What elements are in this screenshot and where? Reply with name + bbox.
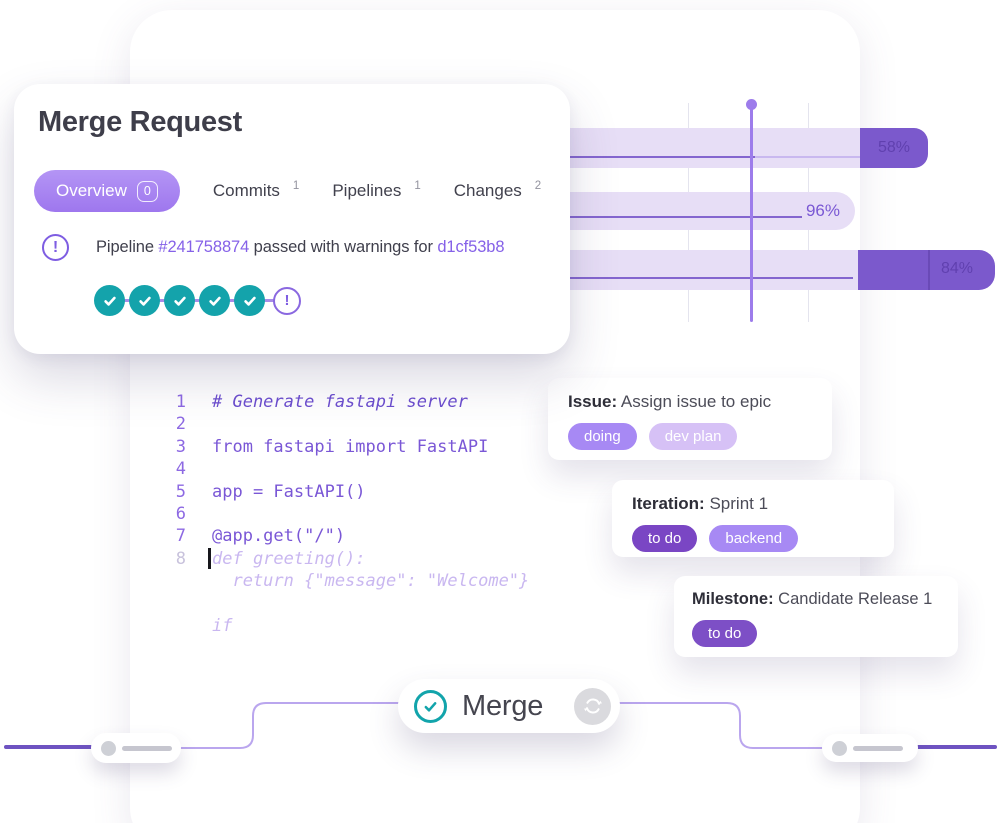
merge-button-label: Merge bbox=[462, 689, 544, 722]
merge-request-card: Merge Request Overview 0 Commits 1 Pipel… bbox=[14, 84, 570, 354]
code-line bbox=[170, 593, 529, 615]
label-pill-doing: doing bbox=[568, 423, 637, 450]
milestone-card-title: Milestone: Candidate Release 1 bbox=[692, 590, 933, 608]
progress-bar-3-overflow: 84% bbox=[858, 250, 995, 290]
pipeline-connector-line bbox=[110, 299, 286, 302]
iteration-labels: to do backend bbox=[632, 525, 874, 552]
commit-sha-link[interactable]: d1cf53b8 bbox=[437, 238, 505, 256]
issue-labels: doing dev plan bbox=[568, 423, 812, 450]
commit-dot-icon bbox=[101, 740, 116, 756]
tab-commits-count: 1 bbox=[292, 180, 300, 192]
pipeline-steps: ! bbox=[94, 285, 301, 316]
code-line: 4 bbox=[175, 459, 186, 480]
commit-node-right bbox=[822, 734, 918, 762]
milestone-labels: to do bbox=[692, 620, 940, 647]
commit-bar-icon bbox=[122, 745, 172, 751]
code-line: 2 bbox=[175, 414, 186, 435]
page-title: Merge Request bbox=[38, 106, 242, 138]
milestone-card[interactable]: Milestone: Candidate Release 1 to do bbox=[674, 576, 958, 657]
code-line: 6 bbox=[175, 503, 186, 524]
tab-overview-label: Overview bbox=[56, 181, 127, 200]
progress-line-2 bbox=[500, 216, 802, 218]
code-line: 1# Generate fastapi server bbox=[175, 392, 468, 412]
step-passed-icon bbox=[234, 285, 265, 316]
tab-commits[interactable]: Commits 1 bbox=[212, 180, 300, 200]
warning-circle-icon: ! bbox=[42, 234, 69, 261]
label-pill-to-do: to do bbox=[632, 525, 698, 552]
issue-card[interactable]: Issue: Assign issue to epic doing dev pl… bbox=[548, 378, 832, 460]
tab-bar: Overview 0 Commits 1 Pipelines 1 Changes… bbox=[34, 170, 541, 212]
progress-value-2: 96% bbox=[805, 201, 840, 220]
progress-line-1-light bbox=[755, 156, 860, 158]
commit-node-left bbox=[91, 733, 181, 763]
pipeline-status-text: Pipeline #241758874 passed with warnings… bbox=[96, 238, 505, 256]
progress-line-3 bbox=[500, 277, 853, 279]
merge-button[interactable]: Merge bbox=[398, 679, 620, 733]
commit-dot-icon bbox=[832, 740, 847, 756]
tab-pipelines-count: 1 bbox=[414, 180, 421, 192]
progress-bar-1-overflow: 58% bbox=[860, 128, 928, 168]
step-passed-icon bbox=[94, 285, 125, 316]
check-circle-icon bbox=[414, 689, 447, 723]
label-pill-dev-plan: dev plan bbox=[648, 423, 738, 450]
label-pill-backend: backend bbox=[709, 525, 799, 552]
progress-value-1: 58% bbox=[877, 139, 911, 156]
tab-changes-count: 2 bbox=[534, 180, 542, 192]
issue-card-title: Issue: Assign issue to epic bbox=[568, 392, 772, 411]
pipeline-id-link[interactable]: #241758874 bbox=[158, 238, 250, 256]
progress-value-3: 84% bbox=[941, 260, 974, 277]
timeline-marker-line bbox=[750, 104, 753, 322]
code-line-ghost-suggestion: if bbox=[212, 615, 233, 636]
tab-changes[interactable]: Changes 2 bbox=[453, 180, 542, 200]
text-cursor bbox=[208, 548, 211, 569]
bar-divider bbox=[928, 250, 930, 290]
step-passed-icon bbox=[129, 285, 160, 316]
tab-overview[interactable]: Overview 0 bbox=[34, 170, 180, 212]
progress-line-1 bbox=[500, 156, 755, 158]
tab-pipelines[interactable]: Pipelines 1 bbox=[332, 180, 421, 200]
step-warning-icon: ! bbox=[273, 286, 301, 315]
tab-overview-badge: 0 bbox=[136, 180, 158, 202]
code-line: 7@app.get("/") bbox=[175, 526, 346, 547]
label-pill-to-do: to do bbox=[692, 620, 758, 647]
iteration-card-title: Iteration: Sprint 1 bbox=[632, 494, 769, 513]
step-passed-icon bbox=[164, 285, 195, 316]
iteration-card[interactable]: Iteration: Sprint 1 to do backend bbox=[612, 480, 894, 557]
step-passed-icon bbox=[199, 285, 230, 316]
code-line-ghost-suggestion: return {"message": "Welcome"} bbox=[212, 571, 530, 592]
commit-bar-icon bbox=[853, 745, 903, 751]
refresh-icon[interactable] bbox=[574, 687, 611, 725]
timeline-marker-dot bbox=[746, 99, 757, 110]
pipeline-status-row: ! Pipeline #241758874 passed with warnin… bbox=[42, 234, 505, 261]
